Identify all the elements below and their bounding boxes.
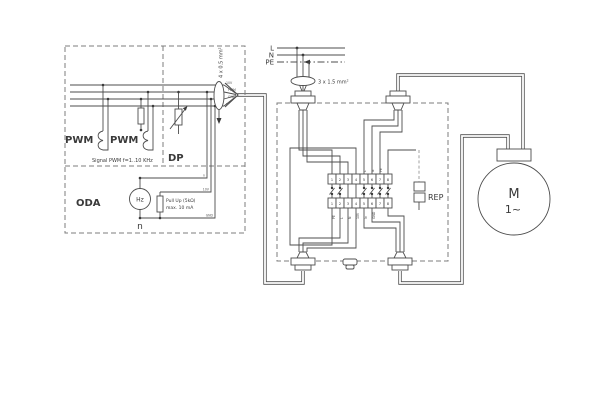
terminal-number: 6 xyxy=(371,201,374,206)
wire-tag: PE xyxy=(379,168,383,172)
motor-body xyxy=(477,162,551,236)
wire-tag: 10V xyxy=(356,212,360,219)
wire-tag: N xyxy=(348,216,352,219)
oda-label: ODA xyxy=(76,198,101,209)
terminal-number: 1 xyxy=(331,177,334,182)
oda-section xyxy=(129,90,217,220)
motor-terminal-box xyxy=(496,148,532,162)
terminal-strip xyxy=(327,173,393,209)
cable-gland-bottom-right xyxy=(387,251,413,271)
power-line-label-pe: PE xyxy=(265,59,274,67)
wire-tag: n xyxy=(203,174,205,178)
wire-tag: n xyxy=(226,102,228,106)
signal-cable-label: 4 x 0.5 mm² xyxy=(219,47,225,78)
blanking-plug xyxy=(342,258,358,270)
pullup-resistor xyxy=(156,192,164,218)
wire-tag: L xyxy=(363,170,367,172)
terminal-number: 5 xyxy=(363,201,366,206)
terminal-number: 1 xyxy=(331,201,334,206)
terminal-links xyxy=(329,184,391,198)
motor-phase-label: 1~ xyxy=(505,203,521,216)
terminal-number: 3 xyxy=(347,201,350,206)
supply-cable-label: 3 x 1.5 mm² xyxy=(318,80,349,86)
pullup-note-1: Pull Up (5kΩ) xyxy=(166,198,196,204)
signal-connector xyxy=(213,81,239,124)
pullup-note-2: max. 10 mA xyxy=(166,205,194,211)
motor-label: M xyxy=(508,187,519,202)
supply-cable-marker-oval xyxy=(290,76,316,86)
rep-label: REP xyxy=(428,193,444,202)
pwm-resistor xyxy=(137,97,145,132)
motor-cable-bottom xyxy=(398,134,510,285)
terminal-number: 8 xyxy=(387,177,390,182)
wire-tag: PWM xyxy=(228,88,236,92)
signal-note: Signal PWM f=1..10 KHz xyxy=(92,158,153,164)
junction-box-wiring xyxy=(289,110,416,252)
pe-arrow-icon xyxy=(304,59,310,65)
wire-tag: GND xyxy=(206,214,214,218)
cable-gland-top-left xyxy=(290,90,316,111)
power-line-label-n: N xyxy=(269,52,274,60)
wire-tag: N xyxy=(371,169,375,172)
terminal-number: 4 xyxy=(355,177,358,182)
motor-cable-top xyxy=(396,73,525,149)
terminal-number: 7 xyxy=(379,177,382,182)
cable-marker-oval xyxy=(213,81,225,110)
hz-meter xyxy=(129,178,151,218)
pwm-label-2: PWM xyxy=(110,135,138,146)
terminal-number: 2 xyxy=(339,201,342,206)
shield-arrow-icon xyxy=(216,118,222,124)
signal-cable xyxy=(237,93,305,285)
terminal-number: 8 xyxy=(387,201,390,206)
dp-label: DP xyxy=(168,153,184,164)
pwm-source-1 xyxy=(97,83,110,151)
terminal-number: 5 xyxy=(363,177,366,182)
cable-gland-top-right xyxy=(385,90,411,111)
pwm-source-2 xyxy=(142,90,155,151)
cable-gland-bottom-left xyxy=(290,251,316,271)
controller-bus-lines xyxy=(70,84,224,107)
speed-label: n xyxy=(137,222,143,232)
wire-tag: PE xyxy=(332,215,336,219)
wire-tag: 10V xyxy=(226,81,233,85)
terminal-number: 4 xyxy=(355,201,358,206)
hz-meter-label: Hz xyxy=(136,197,144,204)
junction-box xyxy=(276,102,449,262)
terminal-number: 2 xyxy=(339,177,342,182)
wire-tag: L xyxy=(340,217,344,219)
motor xyxy=(477,148,551,236)
pwm-label-1: PWM xyxy=(65,135,93,146)
wire-tag: GND xyxy=(372,211,376,219)
wire-tag: In xyxy=(364,216,368,219)
terminal-number: 7 xyxy=(379,201,382,206)
dp-potentiometer xyxy=(169,90,188,134)
wire-tag: 10V xyxy=(203,188,210,192)
wire-tag: GND xyxy=(228,95,236,99)
power-line-label-l: L xyxy=(270,45,274,53)
terminal-number: 3 xyxy=(347,177,350,182)
rep-terminals xyxy=(413,150,426,210)
terminal-number: 6 xyxy=(371,177,374,182)
power-lines-group xyxy=(277,46,345,92)
